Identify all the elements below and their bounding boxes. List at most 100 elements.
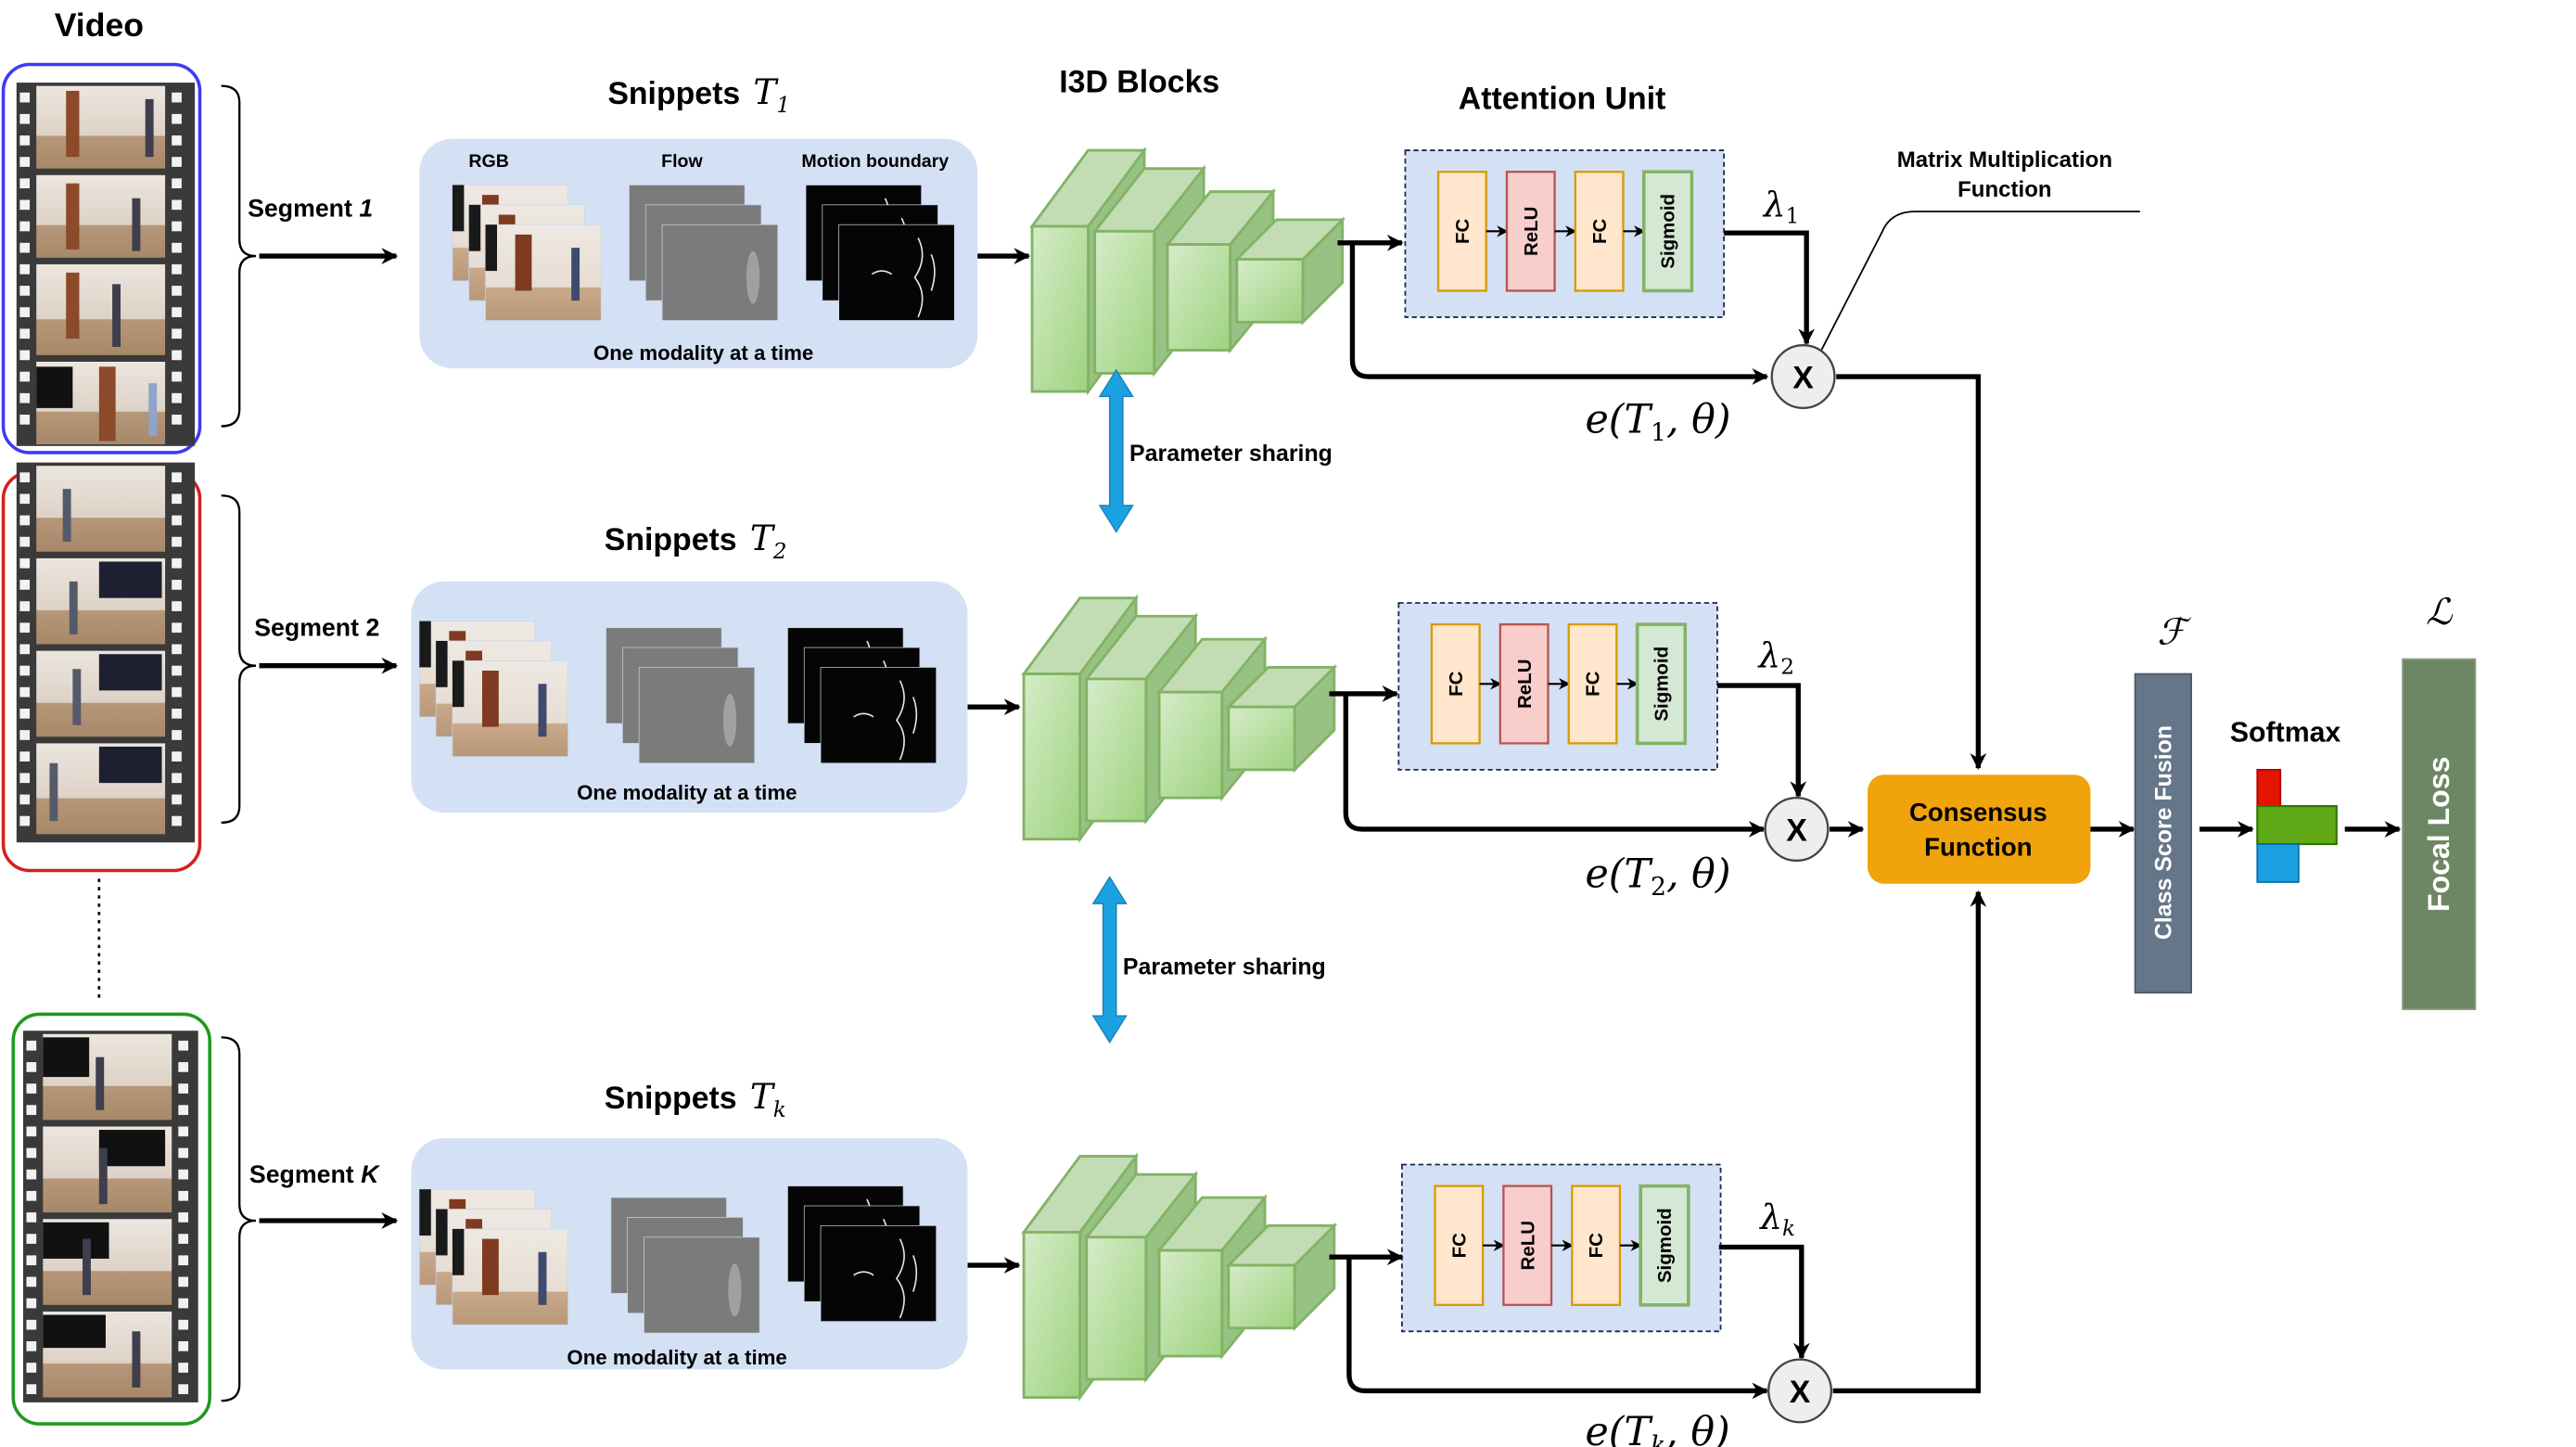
rgb-frame-detail xyxy=(481,1238,499,1296)
sprocket-hole xyxy=(19,557,31,569)
film-strip-segment-1 xyxy=(1,62,202,455)
sprocket-hole xyxy=(172,263,182,275)
i3d-blocks-1 xyxy=(1029,146,1346,396)
loss-symbol: ℒ xyxy=(2426,592,2453,634)
segment-k-frame-border xyxy=(11,1012,211,1426)
sprocket-hole xyxy=(26,1298,37,1309)
rgb-frame-detail xyxy=(436,640,448,687)
sprocket-hole xyxy=(172,199,182,211)
relu-layer-label: ReLU xyxy=(1521,207,1542,256)
segment-2-brace xyxy=(221,494,257,825)
row-k-connectors xyxy=(1329,890,1987,1400)
sprocket-hole xyxy=(172,286,182,296)
multiply-node-1: X xyxy=(1770,344,1836,410)
svg-text:Class Score Fusion: Class Score Fusion xyxy=(2151,725,2177,940)
snippet-panel-1: RGB Flow Motion boundary One modality at… xyxy=(419,138,978,369)
sprocket-hole xyxy=(19,135,31,146)
svg-text:Function: Function xyxy=(1924,832,2032,861)
sprocket-hole xyxy=(178,1212,189,1223)
sprocket-hole xyxy=(19,414,31,425)
sprocket-hole xyxy=(19,815,31,826)
fc-layer-label: FC xyxy=(1583,671,1604,697)
rgb-frame-detail xyxy=(515,234,532,291)
sprocket-hole xyxy=(178,1083,189,1094)
i3d-block-4 xyxy=(1235,258,1305,324)
sprocket-hole xyxy=(26,1255,37,1266)
snippet-2-note: One modality at a time xyxy=(577,781,797,804)
sprocket-hole xyxy=(19,493,31,505)
rgb-frame-detail xyxy=(452,1228,465,1275)
sprocket-hole xyxy=(172,350,182,361)
motion-boundary-frame xyxy=(820,1224,937,1322)
sprocket-hole xyxy=(19,350,31,361)
modality-motion-boundary-label: Motion boundary xyxy=(801,151,949,172)
modality-rgb-label: RGB xyxy=(468,151,509,172)
sprocket-hole xyxy=(19,113,31,124)
sprocket-hole xyxy=(19,730,31,740)
motion-boundary-frame-detail xyxy=(871,237,936,318)
fc-layer-label: FC xyxy=(1448,1233,1470,1259)
sharing-arrow-2 xyxy=(1091,876,1128,1044)
sprocket-hole xyxy=(172,536,182,547)
sprocket-hole xyxy=(178,1341,189,1351)
sprocket-hole xyxy=(19,708,31,719)
sprocket-hole xyxy=(178,1169,189,1180)
sprocket-hole xyxy=(26,1062,37,1072)
sprocket-hole xyxy=(26,1126,37,1137)
fusion-symbol: ℱ xyxy=(2157,612,2191,654)
sprocket-hole xyxy=(178,1298,189,1309)
film-strip-segment-2 xyxy=(1,462,202,873)
focal-loss-box: Focal Loss xyxy=(2402,658,2477,1010)
sigmoid-layer-label: Sigmoid xyxy=(1651,647,1673,722)
sprocket-hole xyxy=(172,557,182,569)
sprocket-hole xyxy=(19,622,31,634)
sprocket-hole xyxy=(19,157,31,167)
matmul-label-line2: Function xyxy=(1958,177,2051,202)
multiply-node-k: X xyxy=(1767,1358,1833,1424)
matmul-callout-line xyxy=(1820,211,2140,351)
sprocket-hole xyxy=(172,493,182,505)
softmax-label: Softmax xyxy=(2230,718,2341,749)
fc-layer-label: FC xyxy=(1452,218,1473,244)
motion-boundary-frame xyxy=(820,667,937,764)
sprocket-hole xyxy=(172,157,182,167)
i3d-block-2 xyxy=(1085,1236,1148,1381)
sprocket-hole xyxy=(178,1040,189,1051)
sprocket-hole xyxy=(178,1363,189,1373)
sprocket-hole xyxy=(26,1040,37,1051)
parameter-sharing-label-2: Parameter sharing xyxy=(1123,954,1326,980)
fc-layer-label: FC xyxy=(1586,1233,1607,1259)
svg-text:Focal Loss: Focal Loss xyxy=(2422,757,2455,912)
relu-layer xyxy=(1502,1184,1553,1306)
flow-frame xyxy=(661,224,779,321)
sprocket-hole xyxy=(19,371,31,382)
sprocket-hole xyxy=(172,622,182,634)
sprocket-hole xyxy=(172,644,182,655)
film-strip-segment-k xyxy=(11,1012,211,1426)
sprocket-hole xyxy=(178,1147,189,1159)
sprocket-hole xyxy=(172,178,182,189)
sprocket-hole xyxy=(19,644,31,655)
rgb-frame-detail xyxy=(419,1189,431,1236)
snippet-1-note: One modality at a time xyxy=(593,341,813,365)
sprocket-hole xyxy=(172,601,182,611)
embedding-2: e(T2, θ) xyxy=(1586,851,1731,902)
sharing-arrow-1 xyxy=(1098,368,1134,533)
sigmoid-layer-label: Sigmoid xyxy=(1654,1208,1676,1283)
parameter-sharing-1: Parameter sharing xyxy=(1098,368,1333,533)
sprocket-hole xyxy=(19,794,31,805)
consensus-function-box: Consensus Function xyxy=(1868,775,2091,884)
sprocket-hole xyxy=(26,1319,37,1330)
i3d-block-2 xyxy=(1085,677,1148,823)
embedding-1: e(T1, θ) xyxy=(1586,397,1731,448)
sprocket-hole xyxy=(172,371,182,382)
sprocket-hole xyxy=(172,665,182,676)
sprocket-hole xyxy=(19,773,31,784)
sprocket-hole xyxy=(172,515,182,526)
snippet-panel-2: One modality at a time xyxy=(411,581,968,813)
lambda-1: λ1 xyxy=(1762,184,1799,228)
motion-boundary-frame-detail xyxy=(853,680,918,761)
